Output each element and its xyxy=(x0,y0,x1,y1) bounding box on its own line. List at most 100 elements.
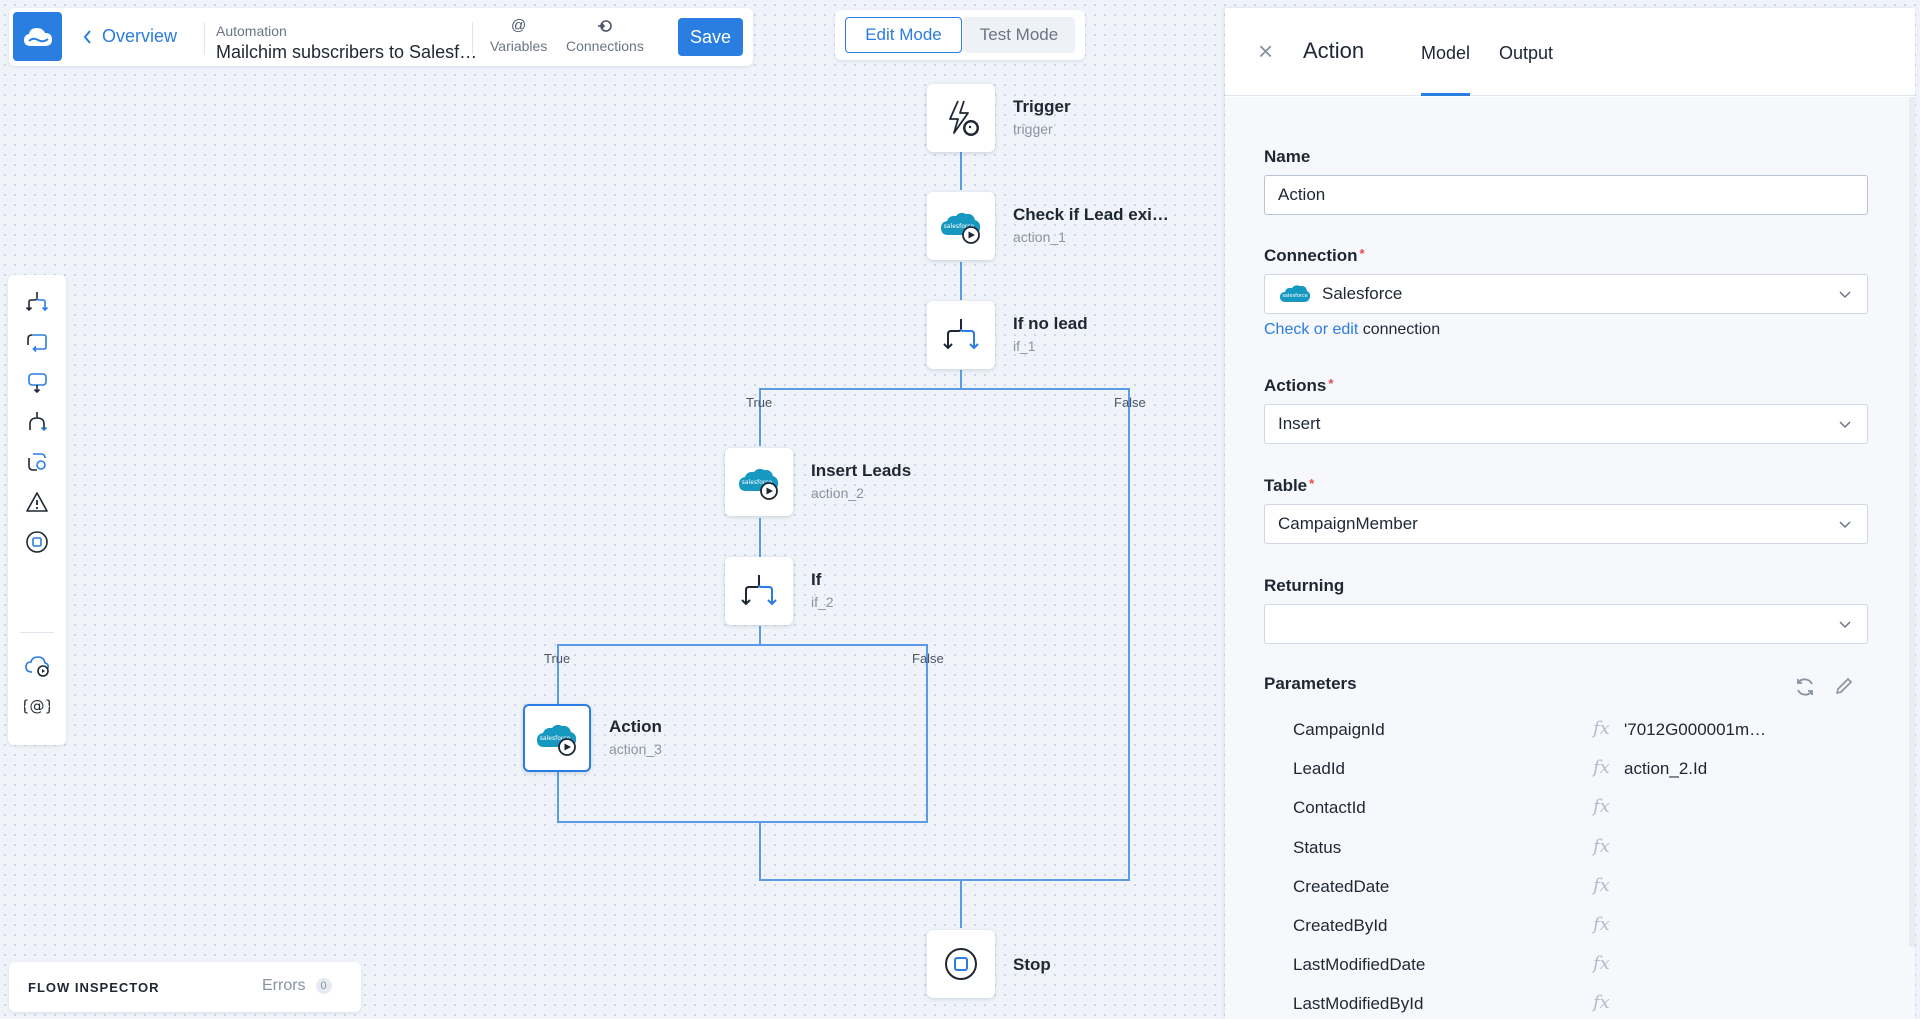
variables-label: Variables xyxy=(490,38,548,54)
node-id: action_3 xyxy=(609,741,662,757)
if-node[interactable] xyxy=(725,557,793,625)
insert-leads-node[interactable]: salesforce xyxy=(725,448,793,516)
function-fx-icon[interactable]: fx xyxy=(1593,757,1610,778)
app-logo-button[interactable] xyxy=(13,12,62,61)
divider xyxy=(472,22,473,54)
actions-select[interactable]: Insert xyxy=(1264,404,1868,444)
node-title: Action xyxy=(609,717,662,736)
branch-true-label: True xyxy=(746,395,773,410)
parameters-label: Parameters xyxy=(1264,674,1357,693)
if-block-button[interactable] xyxy=(22,287,52,317)
flow-connectors xyxy=(557,152,1130,928)
cloud-logo-icon xyxy=(23,27,52,46)
variables-block-button[interactable]: {@} xyxy=(22,691,52,721)
overview-back-link[interactable]: Overview xyxy=(83,26,177,47)
raise-error-block-button[interactable] xyxy=(22,487,52,517)
returning-select[interactable] xyxy=(1264,604,1868,644)
check-edit-connection-link[interactable]: Check or edit xyxy=(1264,321,1359,338)
trigger-bolt-icon xyxy=(949,100,979,136)
salesforce-logo-icon: salesforce xyxy=(1280,285,1311,302)
action-node-selected[interactable]: salesforce xyxy=(523,704,591,772)
node-title: Stop xyxy=(1013,955,1051,974)
node-id: if_2 xyxy=(811,594,834,610)
function-fx-icon[interactable]: fx xyxy=(1593,992,1610,1013)
close-icon[interactable]: × xyxy=(1258,36,1274,66)
errors-indicator[interactable]: Errors 0 xyxy=(262,977,332,995)
variables-button[interactable]: @ Variables xyxy=(490,18,548,55)
connection-select[interactable]: salesforce Salesforce xyxy=(1264,274,1868,314)
refresh-icon[interactable] xyxy=(1793,675,1817,699)
action-properties-panel: × Action Model Output Name Action Connec… xyxy=(1225,8,1915,1019)
table-select[interactable]: CampaignMember xyxy=(1264,504,1868,544)
param-name: LastModifiedDate xyxy=(1293,955,1426,974)
wait-block-button[interactable] xyxy=(22,367,52,397)
split-block-button[interactable] xyxy=(22,407,52,437)
param-name: LeadId xyxy=(1293,759,1345,778)
param-name: Status xyxy=(1293,838,1342,857)
panel-header: × Action Model Output xyxy=(1225,8,1915,96)
trigger-node[interactable] xyxy=(927,84,995,152)
node-id: trigger xyxy=(1013,121,1053,137)
table-value: CampaignMember xyxy=(1278,514,1418,533)
stop-block-button[interactable] xyxy=(22,527,52,557)
try-catch-icon xyxy=(28,453,46,471)
action-block-button[interactable] xyxy=(22,651,52,681)
flow-inspector[interactable]: FLOW INSPECTOR Errors 0 xyxy=(9,962,361,1012)
param-value[interactable]: action_2.Id xyxy=(1624,759,1708,778)
svg-text:salesforce: salesforce xyxy=(742,479,773,486)
actions-value: Insert xyxy=(1278,414,1321,433)
stop-node[interactable] xyxy=(927,930,995,998)
warning-icon xyxy=(26,492,48,512)
edit-mode-button[interactable]: Edit Mode xyxy=(845,17,962,53)
tab-output[interactable]: Output xyxy=(1499,43,1554,63)
loop-block-button[interactable] xyxy=(22,327,52,357)
node-title: If xyxy=(811,570,822,589)
param-value[interactable]: '7012G000001m… xyxy=(1624,720,1767,739)
tab-model[interactable]: Model xyxy=(1421,43,1471,63)
param-name: LastModifiedById xyxy=(1293,994,1424,1013)
connection-label: Connection* xyxy=(1264,246,1365,265)
function-fx-icon[interactable]: fx xyxy=(1593,796,1610,817)
function-fx-icon[interactable]: fx xyxy=(1593,718,1610,739)
branch-false-label: False xyxy=(912,651,944,666)
actions-label: Actions* xyxy=(1264,376,1334,395)
if-no-lead-node[interactable] xyxy=(927,301,995,369)
param-name: CampaignId xyxy=(1293,720,1385,739)
node-id: action_2 xyxy=(811,485,864,501)
if-icon xyxy=(741,575,777,606)
active-tab-indicator xyxy=(1421,93,1470,96)
try-block-button[interactable] xyxy=(22,447,52,477)
edit-pencil-icon[interactable] xyxy=(1834,676,1854,696)
errors-count-badge: 0 xyxy=(315,978,332,994)
svg-text:salesforce: salesforce xyxy=(944,223,975,230)
chevron-down-icon xyxy=(1839,291,1851,299)
stop-icon xyxy=(26,531,48,553)
check-lead-node[interactable]: salesforce xyxy=(927,192,995,260)
test-mode-button[interactable]: Test Mode xyxy=(963,17,1075,53)
salesforce-action-icon: salesforce xyxy=(537,724,577,756)
panel-title: Action xyxy=(1303,38,1365,63)
panel-scrollbar[interactable] xyxy=(1909,97,1915,947)
connection-help: Check or edit connection xyxy=(1264,321,1440,339)
palette-divider xyxy=(20,632,54,633)
node-id: action_1 xyxy=(1013,229,1066,245)
chevron-down-icon xyxy=(1839,621,1851,629)
automation-name[interactable]: Mailchim subscribers to Salesf… xyxy=(216,42,478,62)
returning-label: Returning xyxy=(1264,576,1345,595)
name-input[interactable]: Action xyxy=(1264,175,1868,215)
save-button[interactable]: Save xyxy=(678,18,743,56)
connections-button[interactable]: Connections xyxy=(566,18,644,54)
table-label: Table* xyxy=(1264,476,1315,495)
function-fx-icon[interactable]: fx xyxy=(1593,953,1610,974)
loop-icon xyxy=(27,334,47,353)
param-name: CreatedDate xyxy=(1293,877,1390,896)
function-fx-icon[interactable]: fx xyxy=(1593,914,1610,935)
component-palette: {@} xyxy=(8,275,66,745)
flow-inspector-title: FLOW INSPECTOR xyxy=(28,980,160,995)
wait-icon xyxy=(28,373,47,394)
chevron-left-icon xyxy=(83,29,91,44)
stop-icon xyxy=(945,948,977,980)
branch-true-label: True xyxy=(544,651,571,666)
function-fx-icon[interactable]: fx xyxy=(1593,836,1610,857)
function-fx-icon[interactable]: fx xyxy=(1593,875,1610,896)
